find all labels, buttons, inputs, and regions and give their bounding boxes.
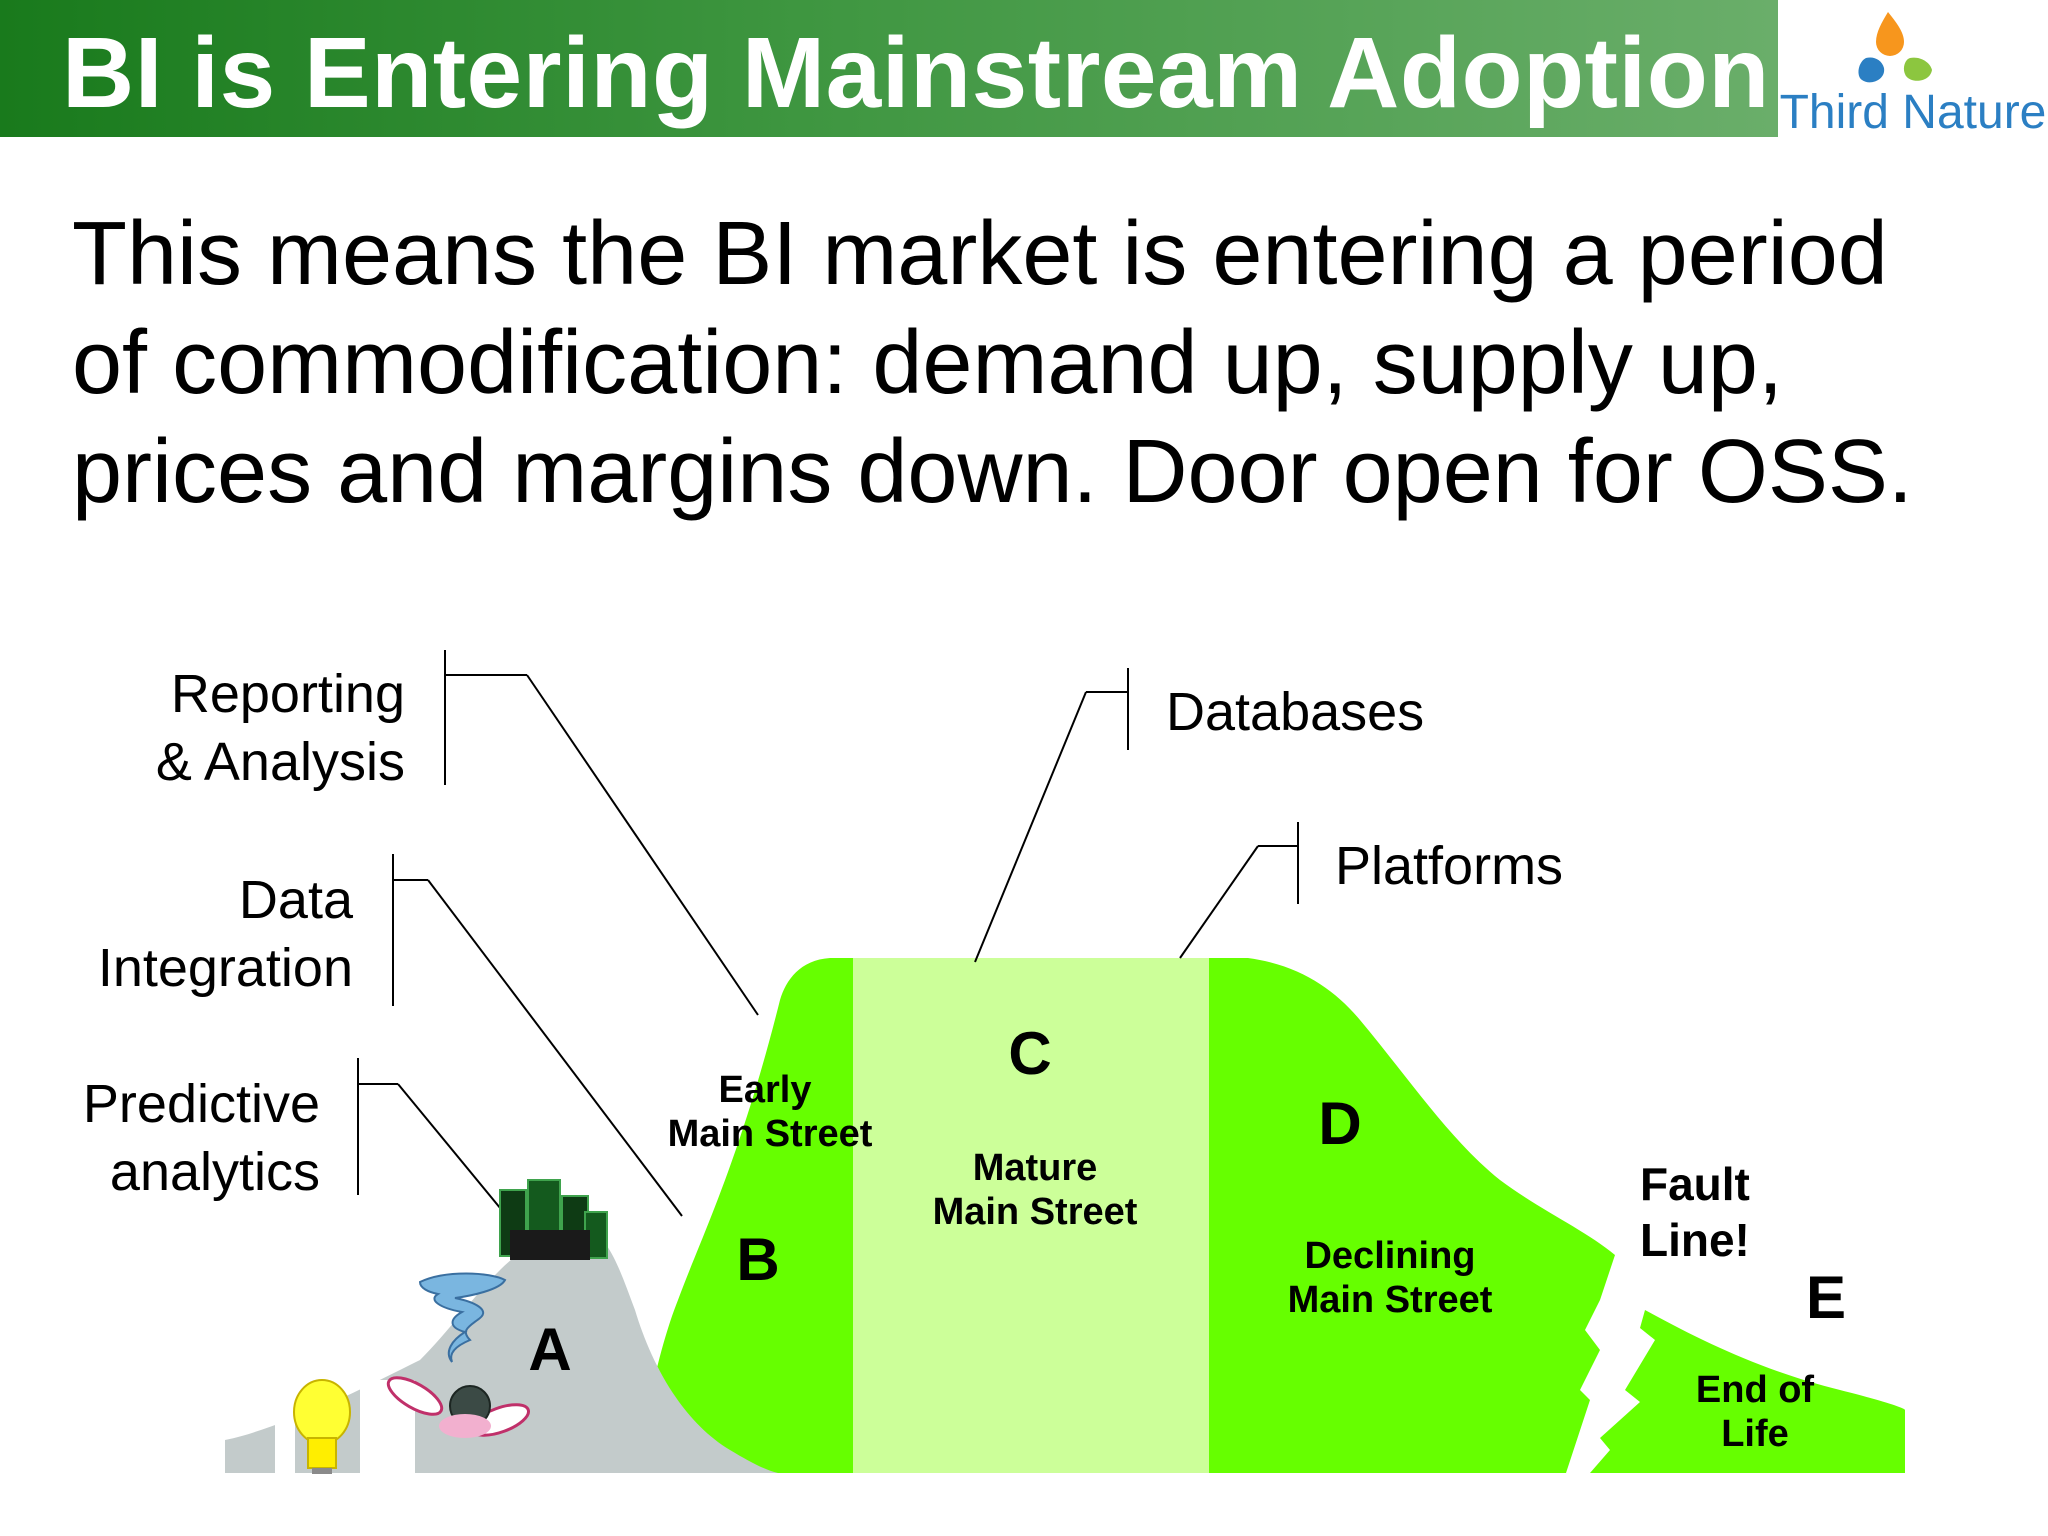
logo-text: Third Nature: [1779, 86, 2047, 139]
zone-d-area: [1209, 958, 1615, 1473]
callout-line: analytics: [109, 1142, 320, 1202]
body-line: prices and margins down. Door open for O…: [72, 422, 1913, 522]
zone-e-area: [1590, 1310, 1905, 1473]
market-lifecycle-diagram: Reporting & Analysis Data Integration Pr…: [0, 600, 2048, 1536]
zone-name-d: Declining Main Street: [1260, 1234, 1520, 1322]
zone-b-area: [636, 958, 853, 1473]
callout-reporting-analysis: Reporting & Analysis: [100, 660, 405, 796]
fault-line-text: Line!: [1640, 1214, 1750, 1266]
lightbulb-icon: [293, 1379, 351, 1474]
zone-name-line: Declining: [1304, 1235, 1476, 1277]
zone-name-line: Main Street: [1287, 1279, 1493, 1321]
slide-title: BI is Entering Mainstream Adoption: [62, 17, 1770, 129]
body-line: This means the BI market is entering a p…: [72, 204, 1888, 304]
lifecycle-landscape: [225, 650, 1905, 1480]
building-cluster-icon: [499, 1179, 608, 1260]
callout-data-integration: Data Integration: [40, 866, 353, 1002]
fault-line-text: Fault: [1640, 1158, 1750, 1210]
bowling-icon: [386, 1376, 530, 1438]
callout-predictive-analytics: Predictive analytics: [20, 1070, 320, 1206]
zone-name-line: Early: [718, 1069, 812, 1111]
tornado-icon: [418, 1272, 507, 1363]
zone-name-c: Mature Main Street: [910, 1146, 1160, 1234]
zone-letter-b: B: [736, 1226, 780, 1293]
callout-line: Data: [238, 870, 353, 930]
zone-name-line: End of: [1695, 1369, 1815, 1411]
callout-line: Predictive: [82, 1074, 320, 1134]
zone-name-b: Early Main Street: [650, 1068, 890, 1156]
zone-letter-d: D: [1318, 1090, 1362, 1157]
callout-line: Integration: [97, 938, 353, 998]
zone-name-line: Main Street: [932, 1191, 1138, 1233]
callout-line: & Analysis: [155, 732, 405, 792]
zone-letter-a: A: [528, 1316, 572, 1383]
title-bar: BI is Entering Mainstream Adoption: [0, 0, 1778, 137]
callout-databases: Databases: [1166, 682, 1425, 742]
zone-letter-e: E: [1805, 1264, 1847, 1331]
zone-name-line: Mature: [972, 1147, 1098, 1189]
third-nature-logo: Third Nature: [1778, 0, 2048, 150]
callout-lines: [357, 650, 1299, 1221]
zone-name-line: Life: [1721, 1413, 1789, 1455]
zone-name-e: End of Life: [1640, 1368, 1870, 1456]
zone-c-area: [853, 958, 1209, 1473]
body-line: of commodification: demand up, supply up…: [72, 313, 1783, 413]
zone-name-line: Main Street: [667, 1113, 873, 1155]
callout-line: Reporting: [170, 664, 405, 724]
body-paragraph: This means the BI market is entering a p…: [72, 200, 2012, 527]
zone-letter-c: C: [1008, 1020, 1052, 1087]
fault-line-label: Fault Line!: [1640, 1156, 1780, 1268]
callout-platforms: Platforms: [1335, 836, 1564, 896]
logo-drops-icon: [1858, 12, 1932, 83]
